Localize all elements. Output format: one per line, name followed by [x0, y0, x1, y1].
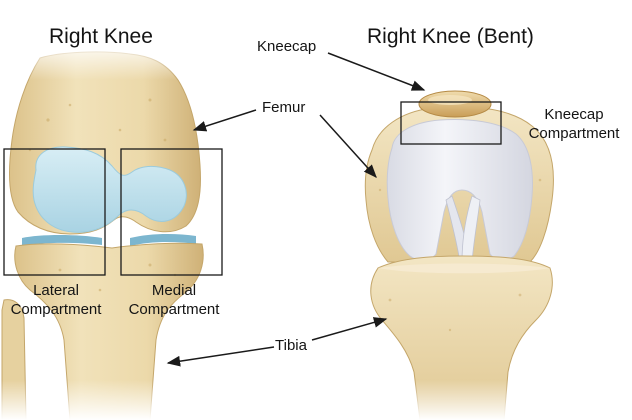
- tibia-arrow-right: [311, 317, 388, 341]
- femur-label: Femur: [262, 99, 306, 116]
- lateral-compartment-label: Lateral Compartment: [1, 281, 111, 319]
- kneecap-arrow: [327, 52, 426, 91]
- lateral-line-2: Compartment: [10, 301, 102, 318]
- femur-arrow-left: [192, 109, 257, 132]
- tibia-label: Tibia: [275, 337, 307, 354]
- callout-arrows: [166, 52, 426, 367]
- medial-meniscus: [130, 233, 196, 246]
- femur-arrow-right: [319, 114, 377, 179]
- kneecap-label: Kneecap: [257, 38, 317, 55]
- lateral-line-1: Lateral: [33, 282, 79, 299]
- bent-femoral-cartilage: [386, 119, 533, 261]
- left-title: Right Knee: [49, 25, 153, 48]
- medial-compartment-label: Medial Compartment: [118, 281, 230, 319]
- left-knee-art: [0, 40, 223, 420]
- lateral-compartment-box: [3, 148, 106, 276]
- kneecap-compartment-line-1: Kneecap: [544, 106, 604, 123]
- right-title: Right Knee (Bent): [367, 25, 534, 48]
- left-tibia: [14, 242, 204, 420]
- medial-compartment-box: [120, 148, 223, 276]
- tibia-arrow-left: [166, 346, 275, 367]
- kneecap-compartment-box: [400, 101, 502, 145]
- kneecap-compartment-label: Kneecap Compartment: [518, 105, 630, 143]
- lateral-meniscus: [22, 235, 102, 246]
- medial-line-1: Medial: [151, 282, 197, 299]
- medial-line-2: Compartment: [128, 301, 220, 318]
- kneecap-compartment-line-2: Compartment: [528, 125, 620, 142]
- left-femoral-cartilage: [32, 146, 187, 233]
- right-knee-art: [364, 90, 570, 420]
